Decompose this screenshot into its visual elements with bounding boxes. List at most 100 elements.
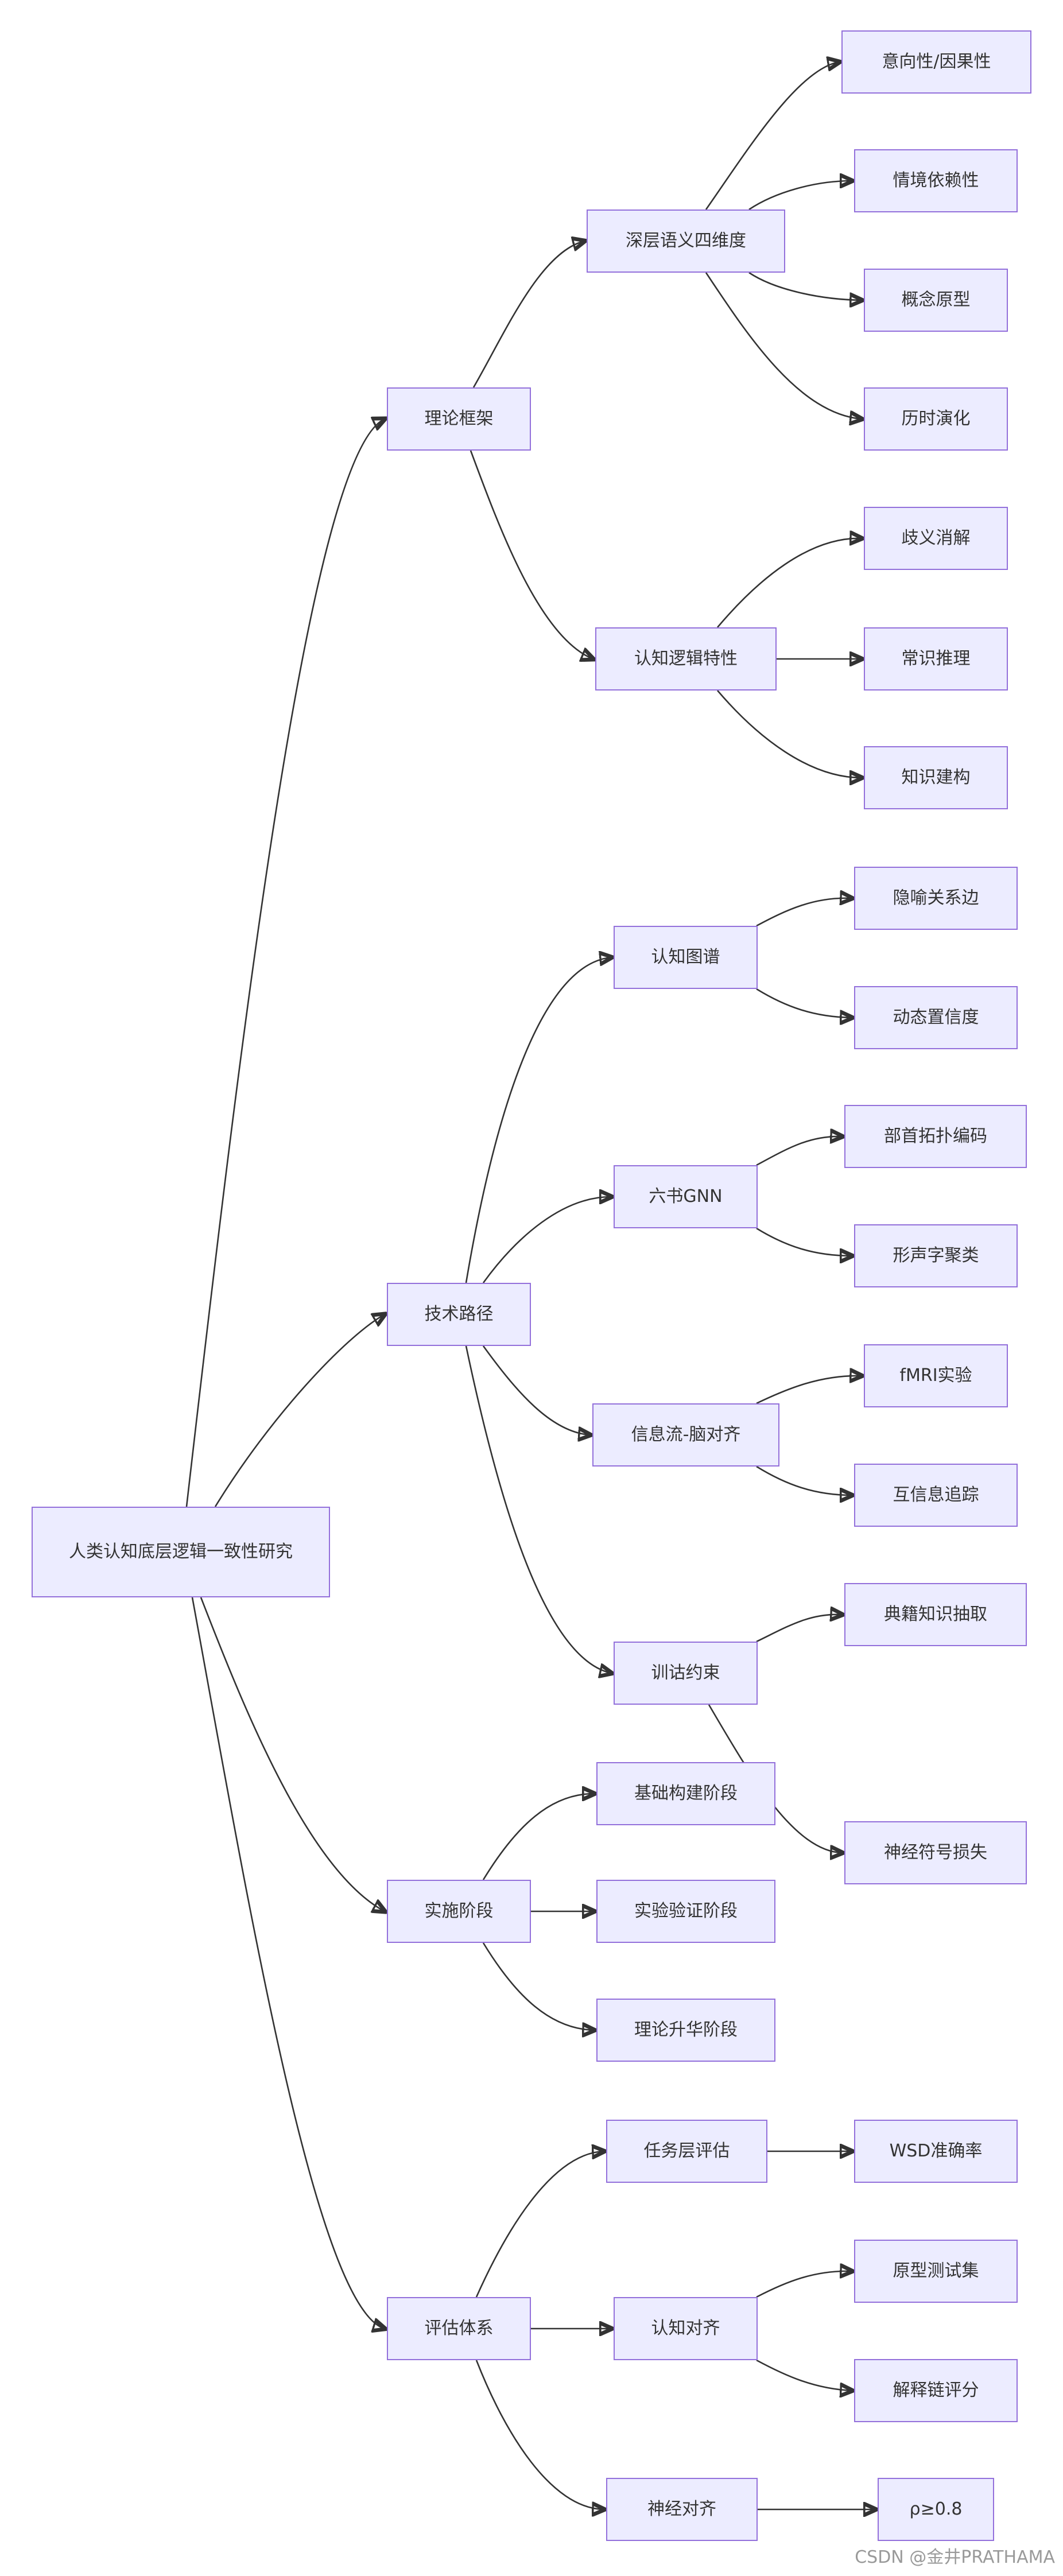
edge-root-phases xyxy=(200,1597,385,1911)
edge-training-1 xyxy=(756,1615,842,1643)
cognitive-graph-2-label: 动态置信度 xyxy=(893,1007,979,1027)
edge-eval-task xyxy=(475,2151,604,2298)
semantic-dim-4-node: 历时演化 xyxy=(864,387,1008,451)
cognitive-logic-node: 认知逻辑特性 xyxy=(595,627,777,690)
liushu-gnn-node: 六书GNN xyxy=(614,1165,758,1228)
liushu-gnn-1-label: 部首拓扑编码 xyxy=(884,1126,987,1146)
cognitive-graph-1-node: 隐喻关系边 xyxy=(854,867,1018,930)
cognitive-align-2-label: 解释链评分 xyxy=(893,2380,979,2400)
brain-align-2-label: 互信息追踪 xyxy=(893,1485,979,1505)
edge-gnn-2 xyxy=(756,1227,852,1256)
phase-1-label: 基础构建阶段 xyxy=(634,1783,738,1803)
edge-graph-1 xyxy=(756,898,852,927)
liushu-gnn-label: 六书GNN xyxy=(649,1186,723,1206)
edge-semdims-2 xyxy=(748,181,852,211)
neural-align-label: 神经对齐 xyxy=(647,2499,716,2519)
brain-align-1-label: fMRI实验 xyxy=(899,1365,972,1386)
task-eval-node: 任务层评估 xyxy=(606,2120,767,2183)
task-eval-label: 任务层评估 xyxy=(643,2141,730,2161)
cognitive-logic-2-label: 常识推理 xyxy=(901,649,971,669)
cognitive-logic-1-node: 歧义消解 xyxy=(864,507,1008,570)
semantic-dim-2-node: 情境依赖性 xyxy=(854,149,1018,212)
cognitive-align-1-node: 原型测试集 xyxy=(854,2240,1018,2303)
edge-tech-graph xyxy=(465,957,611,1283)
task-eval-1-node: WSD准确率 xyxy=(854,2120,1018,2183)
liushu-gnn-2-label: 形声字聚类 xyxy=(893,1246,979,1266)
neural-align-node: 神经对齐 xyxy=(606,2478,758,2541)
phase-2-node: 实验验证阶段 xyxy=(596,1880,775,1943)
edge-semdims-3 xyxy=(748,271,862,300)
cognitive-graph-node: 认知图谱 xyxy=(614,926,758,989)
edge-coglogic-3 xyxy=(717,690,862,778)
theory-label: 理论框架 xyxy=(424,409,494,429)
edge-phases-3 xyxy=(482,1942,594,2030)
brain-align-2-node: 互信息追踪 xyxy=(854,1464,1018,1527)
edge-cognitive-2 xyxy=(756,2359,852,2391)
edge-semdims-4 xyxy=(705,272,862,419)
training-2-node: 神经符号损失 xyxy=(844,1821,1027,1884)
liushu-gnn-1-node: 部首拓扑编码 xyxy=(844,1105,1027,1168)
semantic-dims-node: 深层语义四维度 xyxy=(587,210,785,273)
edge-eval-neural xyxy=(475,2360,604,2509)
training-node: 训诂约束 xyxy=(614,1642,758,1705)
eval-label: 评估体系 xyxy=(424,2318,494,2338)
cognitive-logic-label: 认知逻辑特性 xyxy=(634,649,738,669)
cognitive-align-1-label: 原型测试集 xyxy=(893,2261,979,2281)
tech-node: 技术路径 xyxy=(387,1283,531,1346)
training-1-node: 典籍知识抽取 xyxy=(844,1583,1027,1646)
edge-brain-1 xyxy=(756,1376,862,1405)
cognitive-logic-2-node: 常识推理 xyxy=(864,627,1008,690)
cognitive-graph-2-node: 动态置信度 xyxy=(854,986,1018,1049)
semantic-dims-label: 深层语义四维度 xyxy=(626,231,746,251)
brain-align-1-node: fMRI实验 xyxy=(864,1344,1008,1407)
brain-align-label: 信息流-脑对齐 xyxy=(631,1425,741,1445)
edge-tech-training xyxy=(465,1345,611,1673)
semantic-dim-4-label: 历时演化 xyxy=(901,409,971,429)
edge-tech-brain xyxy=(482,1345,590,1435)
semantic-dim-1-node: 意向性/因果性 xyxy=(841,30,1031,94)
training-1-label: 典籍知识抽取 xyxy=(884,1604,987,1624)
cognitive-graph-label: 认知图谱 xyxy=(651,947,720,967)
edge-phases-1 xyxy=(482,1794,594,1880)
semantic-dim-1-label: 意向性/因果性 xyxy=(882,52,991,72)
cognitive-logic-1-label: 歧义消解 xyxy=(901,528,971,548)
training-2-label: 神经符号损失 xyxy=(884,1842,987,1863)
edge-tech-gnn xyxy=(482,1197,611,1283)
phases-label: 实施阶段 xyxy=(424,1901,494,1921)
cognitive-align-label: 认知对齐 xyxy=(651,2318,720,2338)
edge-root-tech xyxy=(214,1314,385,1507)
phase-3-label: 理论升华阶段 xyxy=(634,2020,738,2040)
phases-node: 实施阶段 xyxy=(387,1880,531,1943)
edge-cognitive-1 xyxy=(756,2271,852,2298)
cognitive-align-node: 认知对齐 xyxy=(614,2297,758,2360)
phase-3-node: 理论升华阶段 xyxy=(596,1999,775,2062)
cognitive-align-2-node: 解释链评分 xyxy=(854,2359,1018,2422)
watermark-text: CSDN @金井PRATHAMA xyxy=(855,2547,1055,2567)
edge-gnn-1 xyxy=(756,1136,842,1166)
root-label: 人类认知底层逻辑一致性研究 xyxy=(69,1542,293,1562)
liushu-gnn-2-node: 形声字聚类 xyxy=(854,1224,1018,1287)
semantic-dim-2-label: 情境依赖性 xyxy=(893,170,979,191)
semantic-dim-3-node: 概念原型 xyxy=(864,269,1008,332)
root-node: 人类认知底层逻辑一致性研究 xyxy=(32,1507,330,1597)
brain-align-node: 信息流-脑对齐 xyxy=(592,1403,779,1467)
phase-2-label: 实验验证阶段 xyxy=(634,1901,738,1921)
edge-root-theory xyxy=(185,419,385,1507)
neural-align-1-label: ρ≥0.8 xyxy=(909,2499,963,2519)
tech-label: 技术路径 xyxy=(424,1304,494,1324)
cognitive-logic-3-node: 知识建构 xyxy=(864,746,1008,809)
edge-root-eval xyxy=(191,1597,385,2329)
eval-node: 评估体系 xyxy=(387,2297,531,2360)
semantic-dim-3-label: 概念原型 xyxy=(901,290,971,310)
theory-node: 理论框架 xyxy=(387,387,531,451)
edge-brain-2 xyxy=(756,1465,852,1495)
cognitive-logic-3-label: 知识建构 xyxy=(901,767,971,787)
edge-theory-semdims xyxy=(472,241,584,388)
cognitive-graph-1-label: 隐喻关系边 xyxy=(893,888,979,908)
neural-align-1-node: ρ≥0.8 xyxy=(878,2478,994,2541)
phase-1-node: 基础构建阶段 xyxy=(596,1762,775,1825)
edge-coglogic-1 xyxy=(717,538,862,628)
edge-semdims-1 xyxy=(705,62,839,210)
task-eval-1-label: WSD准确率 xyxy=(889,2141,983,2161)
